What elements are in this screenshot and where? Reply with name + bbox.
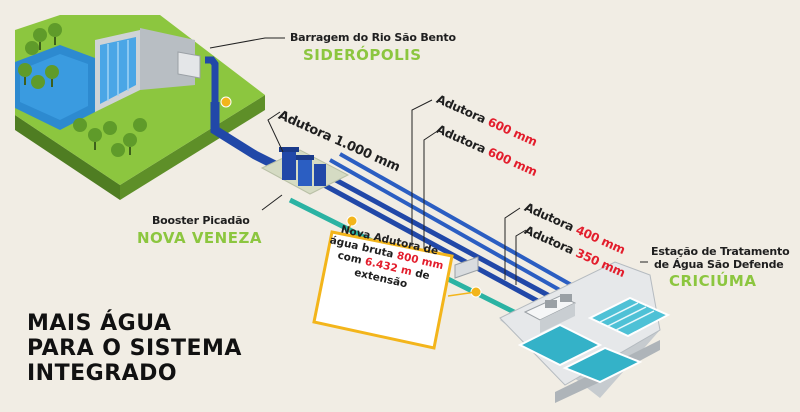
pipelines	[210, 102, 576, 323]
treatment-tank	[587, 296, 671, 338]
booster-pump	[298, 158, 312, 186]
adutora-600-pipe-a	[298, 169, 547, 308]
callout-frame	[312, 230, 454, 350]
adutora-1000-leader	[267, 111, 284, 153]
adutora-400-leader	[504, 207, 521, 280]
plant-label-line1: Estação de Tratamento	[651, 245, 790, 258]
plant-label-line2: de Água São Defende	[654, 258, 784, 271]
control-building	[177, 51, 201, 79]
tank-dividers	[599, 302, 655, 331]
headline-line: INTEGRADO	[27, 361, 178, 386]
adutora-350-leader	[515, 229, 527, 285]
adutora-600-pipe-b	[308, 163, 557, 302]
booster-city: NOVA VENEZA	[137, 229, 262, 247]
reservoir-water-light	[20, 54, 88, 120]
plant-city: CRICIÚMA	[669, 272, 757, 290]
booster-pump	[314, 164, 326, 186]
callout-connector	[447, 291, 477, 297]
headline-line: PARA O SISTEMA	[27, 336, 242, 361]
dosing-building-side	[540, 303, 575, 333]
intake-valve	[545, 300, 557, 308]
adutora-1000-pipe	[210, 102, 288, 175]
valve-marker	[220, 96, 232, 108]
booster-cap	[296, 155, 314, 160]
trees	[18, 23, 147, 157]
callout-connector	[345, 220, 353, 237]
treatment-plant	[499, 261, 671, 403]
dam-label: Barragem do Rio São Bento	[290, 31, 456, 44]
adutora-600-leader-a	[411, 99, 433, 248]
mid-valve-box	[454, 256, 479, 279]
headline-line: MAIS ÁGUA	[27, 311, 172, 336]
dam-leader	[209, 37, 285, 49]
tree-trunks	[24, 37, 131, 155]
dam-block	[15, 15, 265, 200]
booster-label: Booster Picadão	[152, 214, 250, 227]
terrain-side-left	[15, 115, 120, 200]
treatment-tank	[562, 346, 643, 384]
booster-leader	[261, 194, 283, 211]
adutora-600-leader-b	[423, 131, 437, 253]
headline: MAIS ÁGUA PARA O SISTEMA INTEGRADO	[27, 311, 242, 386]
terrain-side-right	[120, 95, 265, 200]
adutora-350-pipe	[339, 152, 576, 289]
intake-valve	[560, 294, 572, 302]
booster-cap	[279, 147, 299, 152]
dam-city: SIDERÓPOLIS	[303, 46, 422, 64]
treatment-tank	[517, 323, 603, 367]
booster-pump	[282, 150, 296, 180]
adutora-400-pipe	[329, 158, 566, 295]
dam-outlet-pipe	[205, 56, 219, 102]
booster-station	[260, 147, 350, 195]
leader-lines	[209, 37, 648, 285]
